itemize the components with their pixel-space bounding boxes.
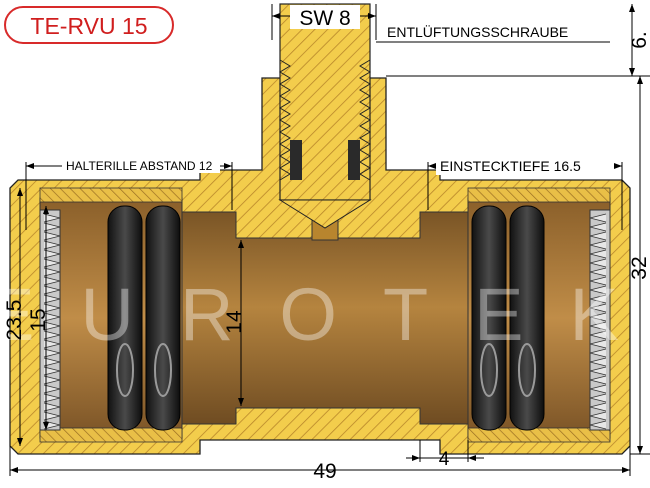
grip-tooth: [589, 393, 607, 403]
grip-tooth: [43, 384, 61, 394]
grip-tooth: [589, 249, 607, 259]
grip-tooth: [43, 330, 61, 340]
grip-tooth: [43, 402, 61, 412]
grip-tooth: [43, 285, 61, 295]
label-holding-ring-distance: HALTERILLE ABSTAND 12: [66, 159, 213, 173]
grip-tooth: [589, 276, 607, 286]
grip-tooth: [43, 213, 61, 223]
grip-tooth: [43, 312, 61, 322]
grip-tooth: [43, 303, 61, 313]
grip-tooth: [589, 258, 607, 268]
grip-tooth: [589, 303, 607, 313]
arrowheads: [10, 4, 643, 473]
grip-tooth: [589, 285, 607, 295]
grip-tooth: [589, 312, 607, 322]
dim-body-height: 32: [628, 256, 650, 279]
grip-tooth: [589, 357, 607, 367]
grip-tooth: [43, 411, 61, 421]
grip-tooth: [43, 393, 61, 403]
grip-tooth: [589, 402, 607, 412]
dim-bore-diameter: 14: [223, 310, 246, 334]
grip-tooth: [589, 366, 607, 376]
grip-tooth: [43, 276, 61, 286]
watermark: EUROTEK: [0, 273, 650, 356]
label-wrench-size: SW 8: [299, 7, 350, 30]
grip-tooth: [43, 375, 61, 385]
dim-pipe-diameter: 15: [27, 308, 50, 331]
grip-tooth: [589, 267, 607, 277]
grip-tooth: [589, 348, 607, 358]
grip-tooth: [589, 411, 607, 421]
grip-tooth: [43, 258, 61, 268]
grip-tooth: [589, 240, 607, 250]
dim-wall: 4: [439, 449, 450, 470]
grip-tooth: [589, 231, 607, 241]
grip-tooth: [589, 294, 607, 304]
o-rings: [107, 205, 545, 431]
grip-tooth: [43, 240, 61, 250]
grip-tooth: [589, 384, 607, 394]
dim-total-length: 49: [313, 460, 336, 483]
dim-thread-height: 6.: [628, 31, 650, 49]
grip-tooth: [589, 375, 607, 385]
grip-tooth: [43, 222, 61, 232]
grip-tooth: [43, 231, 61, 241]
grip-tooth: [43, 348, 61, 358]
label-vent-screw: ENTLÜFTUNGSSCHRAUBE: [387, 23, 568, 40]
grip-tooth: [43, 267, 61, 277]
product-code: TE-RVU 15: [30, 13, 148, 39]
grip-tooth: [589, 213, 607, 223]
thread-left: [279, 59, 291, 181]
grip-tooth: [43, 366, 61, 376]
grip-tooth: [43, 321, 61, 331]
dim-outer-diameter: 23.5: [3, 300, 26, 341]
grip-tooth: [589, 321, 607, 331]
thread-right: [359, 59, 371, 181]
grip-tooth: [43, 339, 61, 349]
product-badge: TE-RVU 15: [4, 6, 174, 44]
label-insertion-depth: EINSTECKTIEFE 16.5: [440, 158, 581, 174]
grip-tooth: [43, 294, 61, 304]
grip-tooth: [589, 339, 607, 349]
grip-tooth: [43, 357, 61, 367]
grip-tooth: [589, 420, 607, 430]
grip-tooth: [589, 222, 607, 232]
grip-tooth: [43, 249, 61, 259]
grip-rings: [39, 209, 611, 431]
grip-tooth: [589, 330, 607, 340]
